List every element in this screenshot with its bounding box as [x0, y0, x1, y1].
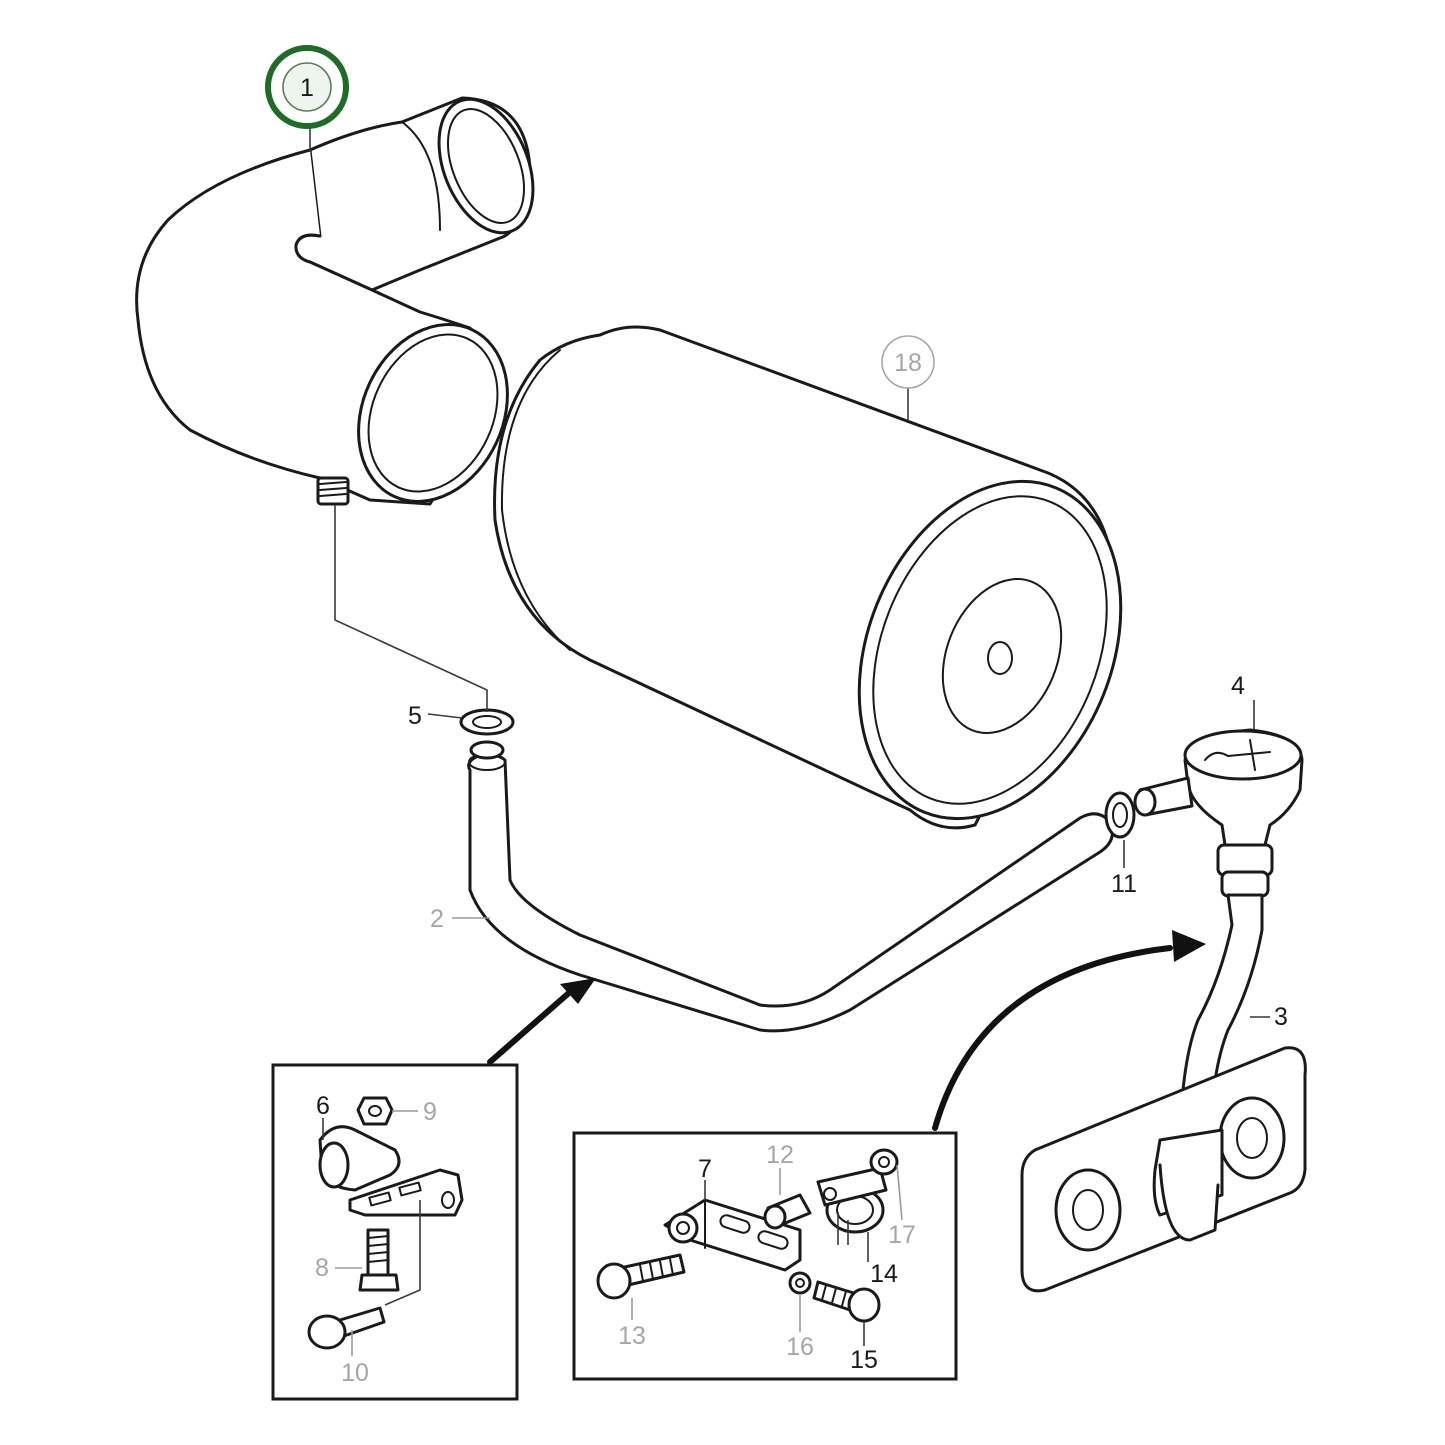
callout-2[interactable]: 2: [430, 905, 444, 933]
callout-6[interactable]: 6: [316, 1092, 330, 1120]
callout-11[interactable]: 11: [1111, 870, 1137, 898]
detail-arrow-right: [932, 930, 1206, 1131]
callout-5[interactable]: 5: [408, 702, 422, 730]
callout-16[interactable]: 16: [786, 1333, 814, 1361]
intake-elbow-hose[interactable]: [135, 85, 552, 526]
air-filter-canister[interactable]: [493, 325, 1169, 858]
callout-17[interactable]: 17: [888, 1221, 916, 1249]
hose-clamp-11[interactable]: [1104, 791, 1136, 839]
oil-trap-valve[interactable]: [1133, 728, 1304, 898]
detail-box-bracket: [271, 1063, 519, 1401]
callout-label-1: 1: [300, 74, 314, 102]
callout-1-highlight[interactable]: 1: [265, 45, 349, 129]
callout-label-18: 18: [894, 349, 922, 377]
callout-10[interactable]: 10: [341, 1359, 369, 1387]
callout-18[interactable]: 18: [881, 335, 935, 389]
mounting-plate[interactable]: [1020, 1046, 1307, 1293]
callout-14[interactable]: 14: [870, 1260, 898, 1288]
callout-9[interactable]: 9: [423, 1098, 437, 1126]
callout-4[interactable]: 4: [1231, 672, 1245, 700]
callout-8[interactable]: 8: [315, 1254, 329, 1282]
callout-15[interactable]: 15: [850, 1346, 878, 1374]
callout-13[interactable]: 13: [618, 1322, 646, 1350]
detail-box-clamp: [572, 1131, 958, 1381]
callout-7[interactable]: 7: [698, 1155, 712, 1183]
hose-clamp-5[interactable]: [459, 708, 515, 760]
detail-arrow-left: [487, 978, 596, 1065]
callout-12[interactable]: 12: [766, 1141, 794, 1169]
callout-3[interactable]: 3: [1274, 1003, 1288, 1031]
